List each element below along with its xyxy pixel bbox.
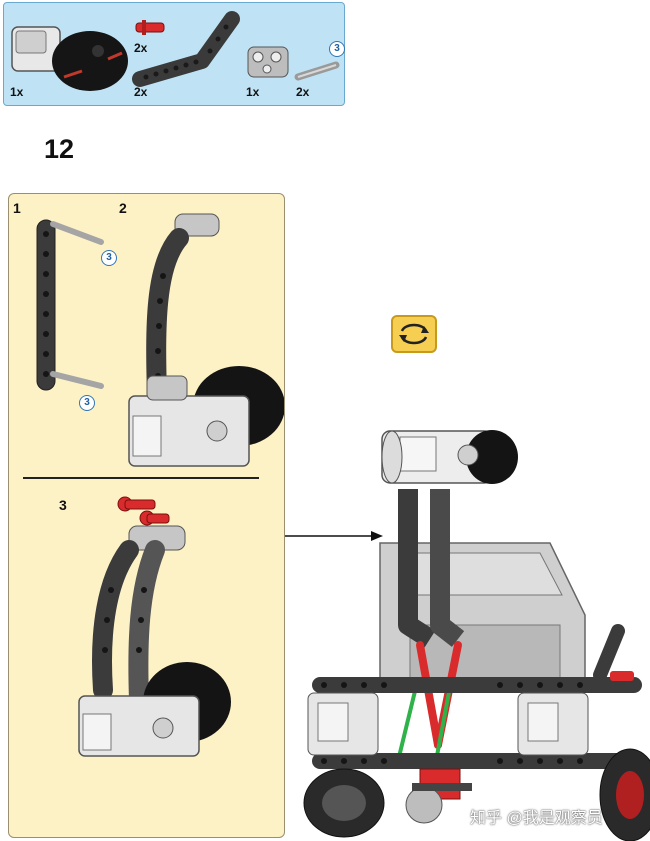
robot-main-assembly [303, 430, 650, 841]
watermark-text: 知乎 @我是观察员 [470, 810, 603, 827]
substep-label-3: 3 [59, 497, 67, 513]
medium-motor-part [11, 26, 128, 91]
substep-1-beam-assembly [36, 219, 104, 391]
qty-cross-block: 1x [246, 85, 260, 99]
cross-block-part [247, 46, 289, 78]
substep-panel: 1 2 3 3 3 [8, 193, 285, 838]
qty-grey-axle: 2x [296, 85, 310, 99]
substep-2-motor-assembly [128, 213, 284, 467]
substep-divider [23, 477, 259, 479]
callout-arrow [285, 531, 383, 541]
axle-length-badge: 3 [329, 41, 345, 57]
rotate-model-icon [391, 315, 437, 353]
grey-axle-part [294, 61, 340, 81]
substep-label-2: 2 [119, 200, 127, 216]
qty-red-axle-pin: 2x [134, 41, 148, 55]
qty-medium-motor: 1x [10, 85, 24, 99]
axle-badge-upper: 3 [101, 250, 117, 266]
red-axle-pin-part [135, 20, 165, 35]
substep-label-1: 1 [13, 200, 21, 216]
substep-3-pinned-assembly [78, 496, 231, 757]
axle-badge-lower: 3 [79, 395, 95, 411]
parts-list-box: 1x 2x 2x 1x 2x 3 [3, 2, 345, 106]
qty-bent-beam: 2x [134, 85, 148, 99]
step-number: 12 [44, 134, 75, 164]
bent-beam-part [132, 11, 240, 87]
rotate-arrows-glyph [399, 323, 429, 345]
